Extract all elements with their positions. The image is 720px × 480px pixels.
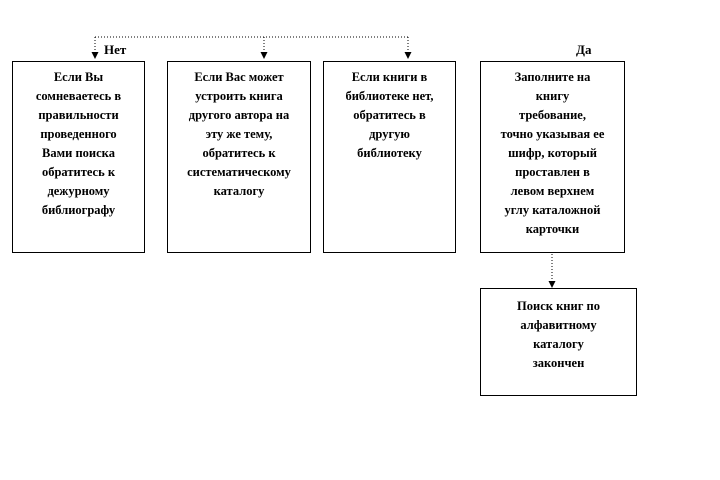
other-author-box: Если Вас может устроить книга другого ав… bbox=[167, 61, 311, 253]
doubt-box: Если Вы сомневаетесь в правильности пров… bbox=[12, 61, 145, 253]
not-in-library-box-text: Если книги в библиотеке нет, обратитесь … bbox=[345, 70, 434, 160]
search-finished-box-text: Поиск книг по алфавитному каталогу закон… bbox=[517, 299, 600, 370]
other-author-box-text: Если Вас может устроить книга другого ав… bbox=[187, 70, 291, 198]
doubt-box-text: Если Вы сомневаетесь в правильности пров… bbox=[35, 70, 122, 217]
fill-request-box: Заполните на книгу требование, точно ука… bbox=[480, 61, 625, 253]
yes-branch-label: Да bbox=[576, 42, 592, 57]
no-branch-label: Нет bbox=[104, 42, 127, 57]
search-finished-box: Поиск книг по алфавитному каталогу закон… bbox=[480, 288, 637, 396]
fill-request-box-text: Заполните на книгу требование, точно ука… bbox=[500, 70, 605, 236]
not-in-library-box: Если книги в библиотеке нет, обратитесь … bbox=[323, 61, 456, 253]
